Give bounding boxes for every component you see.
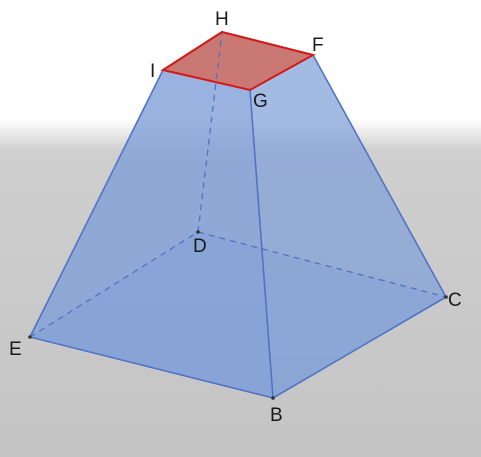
top-outline (160, 30, 316, 92)
point-D (196, 230, 200, 234)
label-E: E (9, 339, 22, 360)
vertex-points (28, 230, 448, 400)
front-face (30, 70, 273, 398)
hidden-edges (29, 31, 447, 338)
point-C (444, 295, 448, 299)
edge-EI (29, 69, 164, 338)
edge-EB (29, 336, 274, 399)
label-B: B (270, 405, 283, 426)
label-I: I (150, 61, 155, 82)
edge-CF (312, 54, 447, 298)
top-edges (160, 30, 316, 92)
point-E (28, 335, 32, 339)
edge-ED (29, 231, 199, 338)
label-G: G (253, 91, 268, 112)
right-face (250, 55, 446, 398)
edge-BC (272, 296, 447, 399)
label-H: H (215, 9, 229, 30)
bottom-face (30, 232, 446, 398)
label-C: C (448, 290, 462, 311)
edge-DH (197, 31, 223, 233)
edge-BG (249, 89, 274, 399)
edge-DC (197, 231, 447, 298)
label-F: F (312, 35, 324, 56)
visible-edges (29, 54, 447, 399)
point-B (271, 396, 275, 400)
label-D: D (193, 236, 207, 257)
